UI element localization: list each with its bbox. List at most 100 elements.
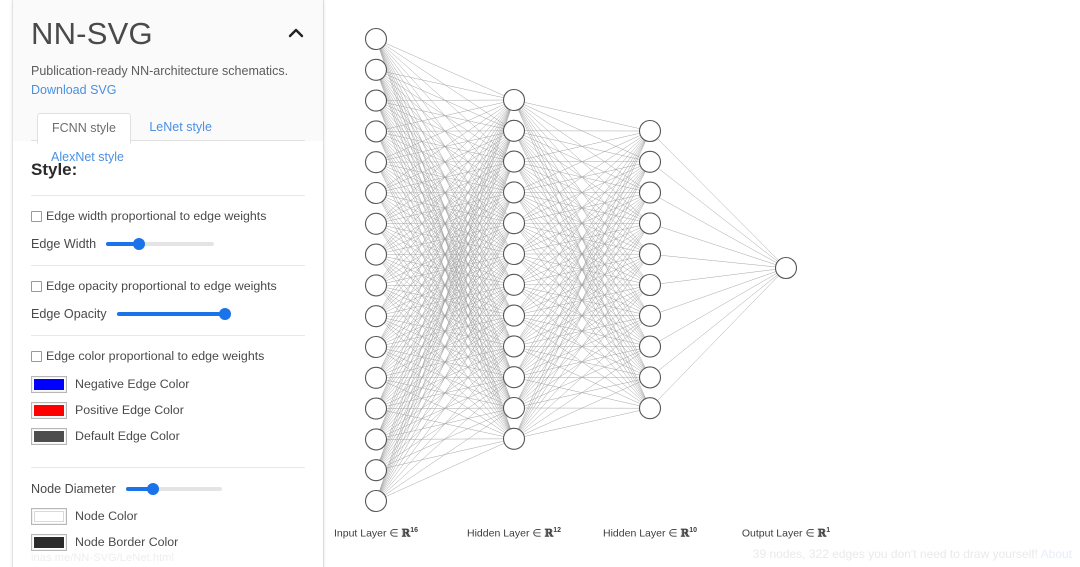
network-node bbox=[364, 89, 388, 112]
layer-caption: Output Layer ∈ ℝ1 bbox=[741, 527, 831, 540]
network-node bbox=[502, 366, 526, 389]
node-border-color-swatch[interactable] bbox=[31, 534, 67, 551]
network-node bbox=[638, 150, 662, 173]
edge-opacity-proportional-checkbox[interactable] bbox=[31, 281, 42, 292]
slider-track bbox=[125, 487, 222, 491]
negative-edge-color-row: Negative Edge Color bbox=[31, 376, 305, 393]
node-color-label: Node Color bbox=[75, 509, 138, 523]
edge-opacity-group: Edge opacity proportional to edge weight… bbox=[31, 266, 305, 335]
divider bbox=[31, 335, 305, 336]
slider-track bbox=[106, 242, 215, 246]
network-node bbox=[502, 242, 526, 266]
edge-opacity-checkbox-row[interactable]: Edge opacity proportional to edge weight… bbox=[31, 279, 305, 294]
network-node bbox=[502, 181, 526, 204]
network-node bbox=[364, 366, 388, 389]
slider-thumb[interactable] bbox=[132, 238, 145, 250]
network-svg[interactable] bbox=[324, 0, 1080, 567]
network-node bbox=[364, 428, 388, 451]
edge-color-proportional-checkbox[interactable] bbox=[31, 351, 42, 362]
network-node bbox=[364, 305, 388, 328]
network-node bbox=[638, 397, 662, 420]
swatch-fill bbox=[34, 511, 64, 522]
edge-width-slider[interactable] bbox=[106, 236, 215, 252]
node-diameter-slider[interactable] bbox=[125, 481, 222, 497]
edge-opacity-slider-row: Edge Opacity bbox=[31, 306, 305, 322]
network-node bbox=[364, 335, 388, 359]
network-node bbox=[502, 335, 526, 358]
divider bbox=[31, 265, 305, 266]
network-node bbox=[638, 181, 662, 204]
tab-alexnet-style[interactable]: AlexNet style bbox=[51, 150, 124, 164]
network-node bbox=[638, 273, 662, 297]
edge-color-checkbox-row[interactable]: Edge color proportional to edge weights bbox=[31, 349, 305, 364]
edge-width-checkbox-row[interactable]: Edge width proportional to edge weights bbox=[31, 209, 305, 224]
slider-fill bbox=[125, 487, 153, 491]
page-title: NN-SVG bbox=[31, 16, 153, 51]
positive-edge-color-label: Positive Edge Color bbox=[75, 403, 184, 417]
edge-color-checkbox-label: Edge color proportional to edge weights bbox=[46, 349, 265, 363]
network-node bbox=[502, 396, 526, 420]
default-edge-color-swatch[interactable] bbox=[31, 428, 67, 445]
default-edge-color-row: Default Edge Color bbox=[31, 428, 305, 445]
network-node bbox=[638, 304, 662, 327]
layer-caption: Hidden Layer ∈ ℝ12 bbox=[467, 527, 561, 540]
default-edge-color-label: Default Edge Color bbox=[75, 429, 180, 443]
network-node bbox=[502, 212, 526, 235]
divider bbox=[31, 195, 305, 196]
slider-thumb[interactable] bbox=[146, 483, 159, 495]
swatch-fill bbox=[34, 379, 64, 390]
swatch-fill bbox=[34, 405, 64, 416]
network-node bbox=[364, 181, 388, 205]
negative-edge-color-swatch[interactable] bbox=[31, 376, 67, 393]
swatch-fill bbox=[34, 537, 64, 548]
network-node bbox=[364, 151, 388, 174]
positive-edge-color-row: Positive Edge Color bbox=[31, 402, 305, 419]
edge-width-proportional-checkbox[interactable] bbox=[31, 211, 42, 222]
footer-note-text: 39 nodes, 322 edges you don't need to dr… bbox=[752, 547, 1038, 561]
layer-caption: Input Layer ∈ ℝ16 bbox=[333, 527, 419, 540]
about-link[interactable]: About bbox=[1040, 547, 1072, 561]
network-node bbox=[364, 212, 388, 235]
edge-color-group: Edge color proportional to edge weights … bbox=[31, 336, 305, 467]
style-tabs: FCNN style LeNet style AlexNet style bbox=[31, 112, 305, 164]
node-color-row: Node Color bbox=[31, 508, 305, 525]
node-diameter-slider-row: Node Diameter bbox=[31, 481, 305, 497]
edge-width-slider-row: Edge Width bbox=[31, 236, 305, 252]
download-svg-link[interactable]: Download SVG bbox=[31, 83, 117, 97]
network-node bbox=[364, 274, 388, 297]
divider bbox=[31, 467, 305, 468]
node-color-swatch[interactable] bbox=[31, 508, 67, 525]
network-node bbox=[638, 243, 662, 266]
edge-width-checkbox-label: Edge width proportional to edge weights bbox=[46, 209, 267, 223]
style-tab-panel: Style: Edge width proportional to edge w… bbox=[13, 141, 323, 567]
network-node bbox=[638, 335, 662, 358]
tab-fcnn-style[interactable]: FCNN style bbox=[37, 113, 131, 144]
network-node bbox=[502, 304, 526, 327]
network-node bbox=[502, 119, 526, 142]
positive-edge-color-swatch[interactable] bbox=[31, 402, 67, 419]
network-node bbox=[638, 366, 662, 389]
edge-width-group: Edge width proportional to edge weights … bbox=[31, 196, 305, 265]
slider-fill bbox=[106, 242, 139, 246]
tab-lenet-style[interactable]: LeNet style bbox=[149, 120, 212, 134]
network-node bbox=[502, 273, 526, 296]
edge-opacity-checkbox-label: Edge opacity proportional to edge weight… bbox=[46, 279, 277, 293]
node-diameter-slider-label: Node Diameter bbox=[31, 482, 116, 496]
footer-note: 39 nodes, 322 edges you don't need to dr… bbox=[753, 547, 1072, 561]
style-section-heading: Style: bbox=[31, 160, 78, 179]
network-node bbox=[502, 150, 526, 173]
network-node bbox=[364, 27, 388, 51]
network-node bbox=[364, 459, 388, 482]
app-tagline: Publication-ready NN-architecture schema… bbox=[31, 64, 289, 78]
chevron-up-icon[interactable] bbox=[283, 20, 309, 46]
panel-header: NN-SVG Publication-ready NN-architecture… bbox=[13, 0, 323, 164]
slider-thumb[interactable] bbox=[218, 308, 231, 320]
network-node bbox=[364, 397, 388, 420]
network-node bbox=[502, 88, 526, 112]
edge-opacity-slider[interactable] bbox=[116, 306, 231, 322]
network-node bbox=[638, 119, 662, 143]
network-node bbox=[364, 489, 388, 513]
control-panel: NN-SVG Publication-ready NN-architecture… bbox=[12, 0, 324, 567]
